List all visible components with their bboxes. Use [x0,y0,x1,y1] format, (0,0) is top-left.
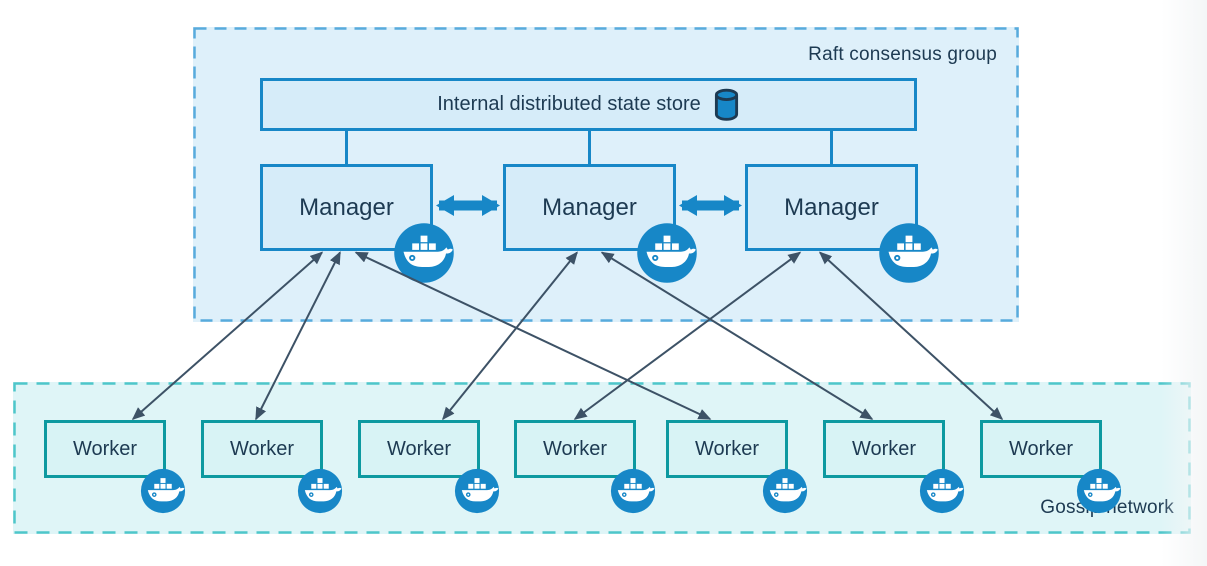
docker-whale-icon [637,223,697,283]
docker-whale-icon [762,468,808,514]
node-worker-3: Worker [358,420,500,514]
worker-label: Worker [694,437,760,460]
manager-label: Manager [784,193,879,221]
node-worker-2: Worker [201,420,343,514]
node-worker-4: Worker [514,420,656,514]
worker-label: Worker [542,437,608,460]
node-worker-5: Worker [666,420,808,514]
manager-label: Manager [542,193,637,221]
docker-whale-icon [919,468,965,514]
node-worker-1: Worker [44,420,186,514]
raft-consensus-group-label: Raft consensus group [808,44,997,65]
node-manager-2: Manager [503,164,697,283]
worker-label: Worker [851,437,917,460]
docker-whale-icon [297,468,343,514]
docker-whale-icon [140,468,186,514]
worker-label: Worker [72,437,138,460]
node-manager-1: Manager [260,164,454,283]
docker-whale-icon [879,223,939,283]
worker-label: Worker [386,437,452,460]
docker-whale-icon [394,223,454,283]
node-manager-3: Manager [745,164,939,283]
manager-label: Manager [299,193,394,221]
docker-whale-icon [1076,468,1122,514]
docker-whale-icon [610,468,656,514]
worker-label: Worker [229,437,295,460]
node-worker-7: Worker [980,420,1122,514]
state-store-box: Internal distributed state store [260,78,917,131]
docker-whale-icon [454,468,500,514]
node-worker-6: Worker [823,420,965,514]
worker-label: Worker [1008,437,1074,460]
database-cylinder-icon [714,88,738,121]
state-store-label: Internal distributed state store [437,93,701,115]
